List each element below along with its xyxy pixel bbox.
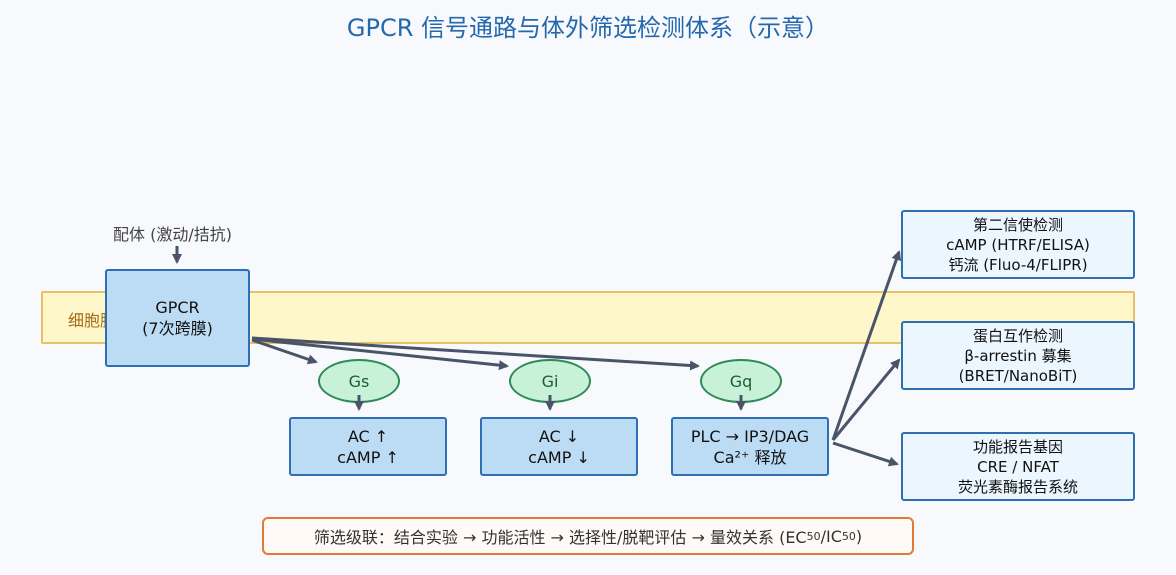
gq-protein-node: Gq — [700, 359, 782, 403]
gs-label: Gs — [348, 371, 370, 391]
to-reporter-arrow — [832, 441, 899, 467]
cell-membrane-label: 细胞膜 — [68, 311, 117, 330]
gs-effector-line2: cAMP ↑ — [337, 447, 399, 467]
gs-effector-line1: AC ↑ — [347, 426, 389, 446]
screening-cascade-text: 筛选级联：结合实验 → 功能活性 → 选择性/脱靶评估 → 量效关系 (EC — [313, 528, 807, 547]
gq-effector-line1: PLC → IP3/DAG — [690, 426, 810, 446]
ic-text: /IC — [820, 526, 842, 546]
protein-interaction-method: (BRET/NanoBiT) — [958, 366, 1078, 385]
gi-label: Gi — [541, 371, 559, 391]
protein-interaction-arrestin: β-arrestin 募集 — [964, 346, 1072, 365]
to-protein-interaction-arrow — [831, 358, 901, 441]
gq-effector-line2: Ca²⁺ 释放 — [713, 447, 787, 467]
gi-effector-line2: cAMP ↓ — [528, 447, 590, 467]
gpcr-name: GPCR — [155, 298, 200, 317]
gi-effector-line1: AC ↓ — [538, 426, 580, 446]
second-messenger-camp: cAMP (HTRF/ELISA) — [946, 235, 1090, 254]
ic50-subscript: 50 — [841, 529, 856, 543]
reporter-elements: CRE / NFAT — [977, 457, 1059, 476]
gpcr-box: GPCR (7次跨膜) — [105, 269, 250, 367]
gs-protein-node: Gs — [318, 359, 400, 403]
gq-effector-box: PLC → IP3/DAG Ca²⁺ 释放 — [671, 417, 829, 476]
closing-paren: ) — [855, 526, 863, 546]
ligand-label: 配体 (激动/拮抗) — [113, 225, 232, 244]
ec50-subscript: 50 — [806, 529, 821, 543]
second-messenger-assay-box: 第二信使检测 cAMP (HTRF/ELISA) 钙流 (Fluo-4/FLIP… — [901, 210, 1135, 279]
second-messenger-calcium: 钙流 (Fluo-4/FLIPR) — [948, 255, 1088, 274]
protein-interaction-assay-box: 蛋白互作检测 β-arrestin 募集 (BRET/NanoBiT) — [901, 321, 1135, 390]
gi-effector-box: AC ↓ cAMP ↓ — [480, 417, 638, 476]
gs-effector-box: AC ↑ cAMP ↑ — [289, 417, 447, 476]
diagram-title: GPCR 信号通路与体外筛选检测体系（示意） — [346, 14, 830, 42]
reporter-title: 功能报告基因 — [972, 437, 1063, 456]
protein-interaction-title: 蛋白互作检测 — [972, 326, 1063, 345]
reporter-gene-assay-box: 功能报告基因 CRE / NFAT 荧光素酶报告系统 — [901, 432, 1135, 501]
reporter-system: 荧光素酶报告系统 — [957, 477, 1078, 496]
gpcr-subtitle: (7次跨膜) — [142, 319, 213, 338]
second-messenger-title: 第二信使检测 — [972, 215, 1063, 234]
gi-protein-node: Gi — [509, 359, 591, 403]
gq-label: Gq — [729, 371, 753, 391]
to-second-messenger-arrow — [831, 250, 902, 441]
